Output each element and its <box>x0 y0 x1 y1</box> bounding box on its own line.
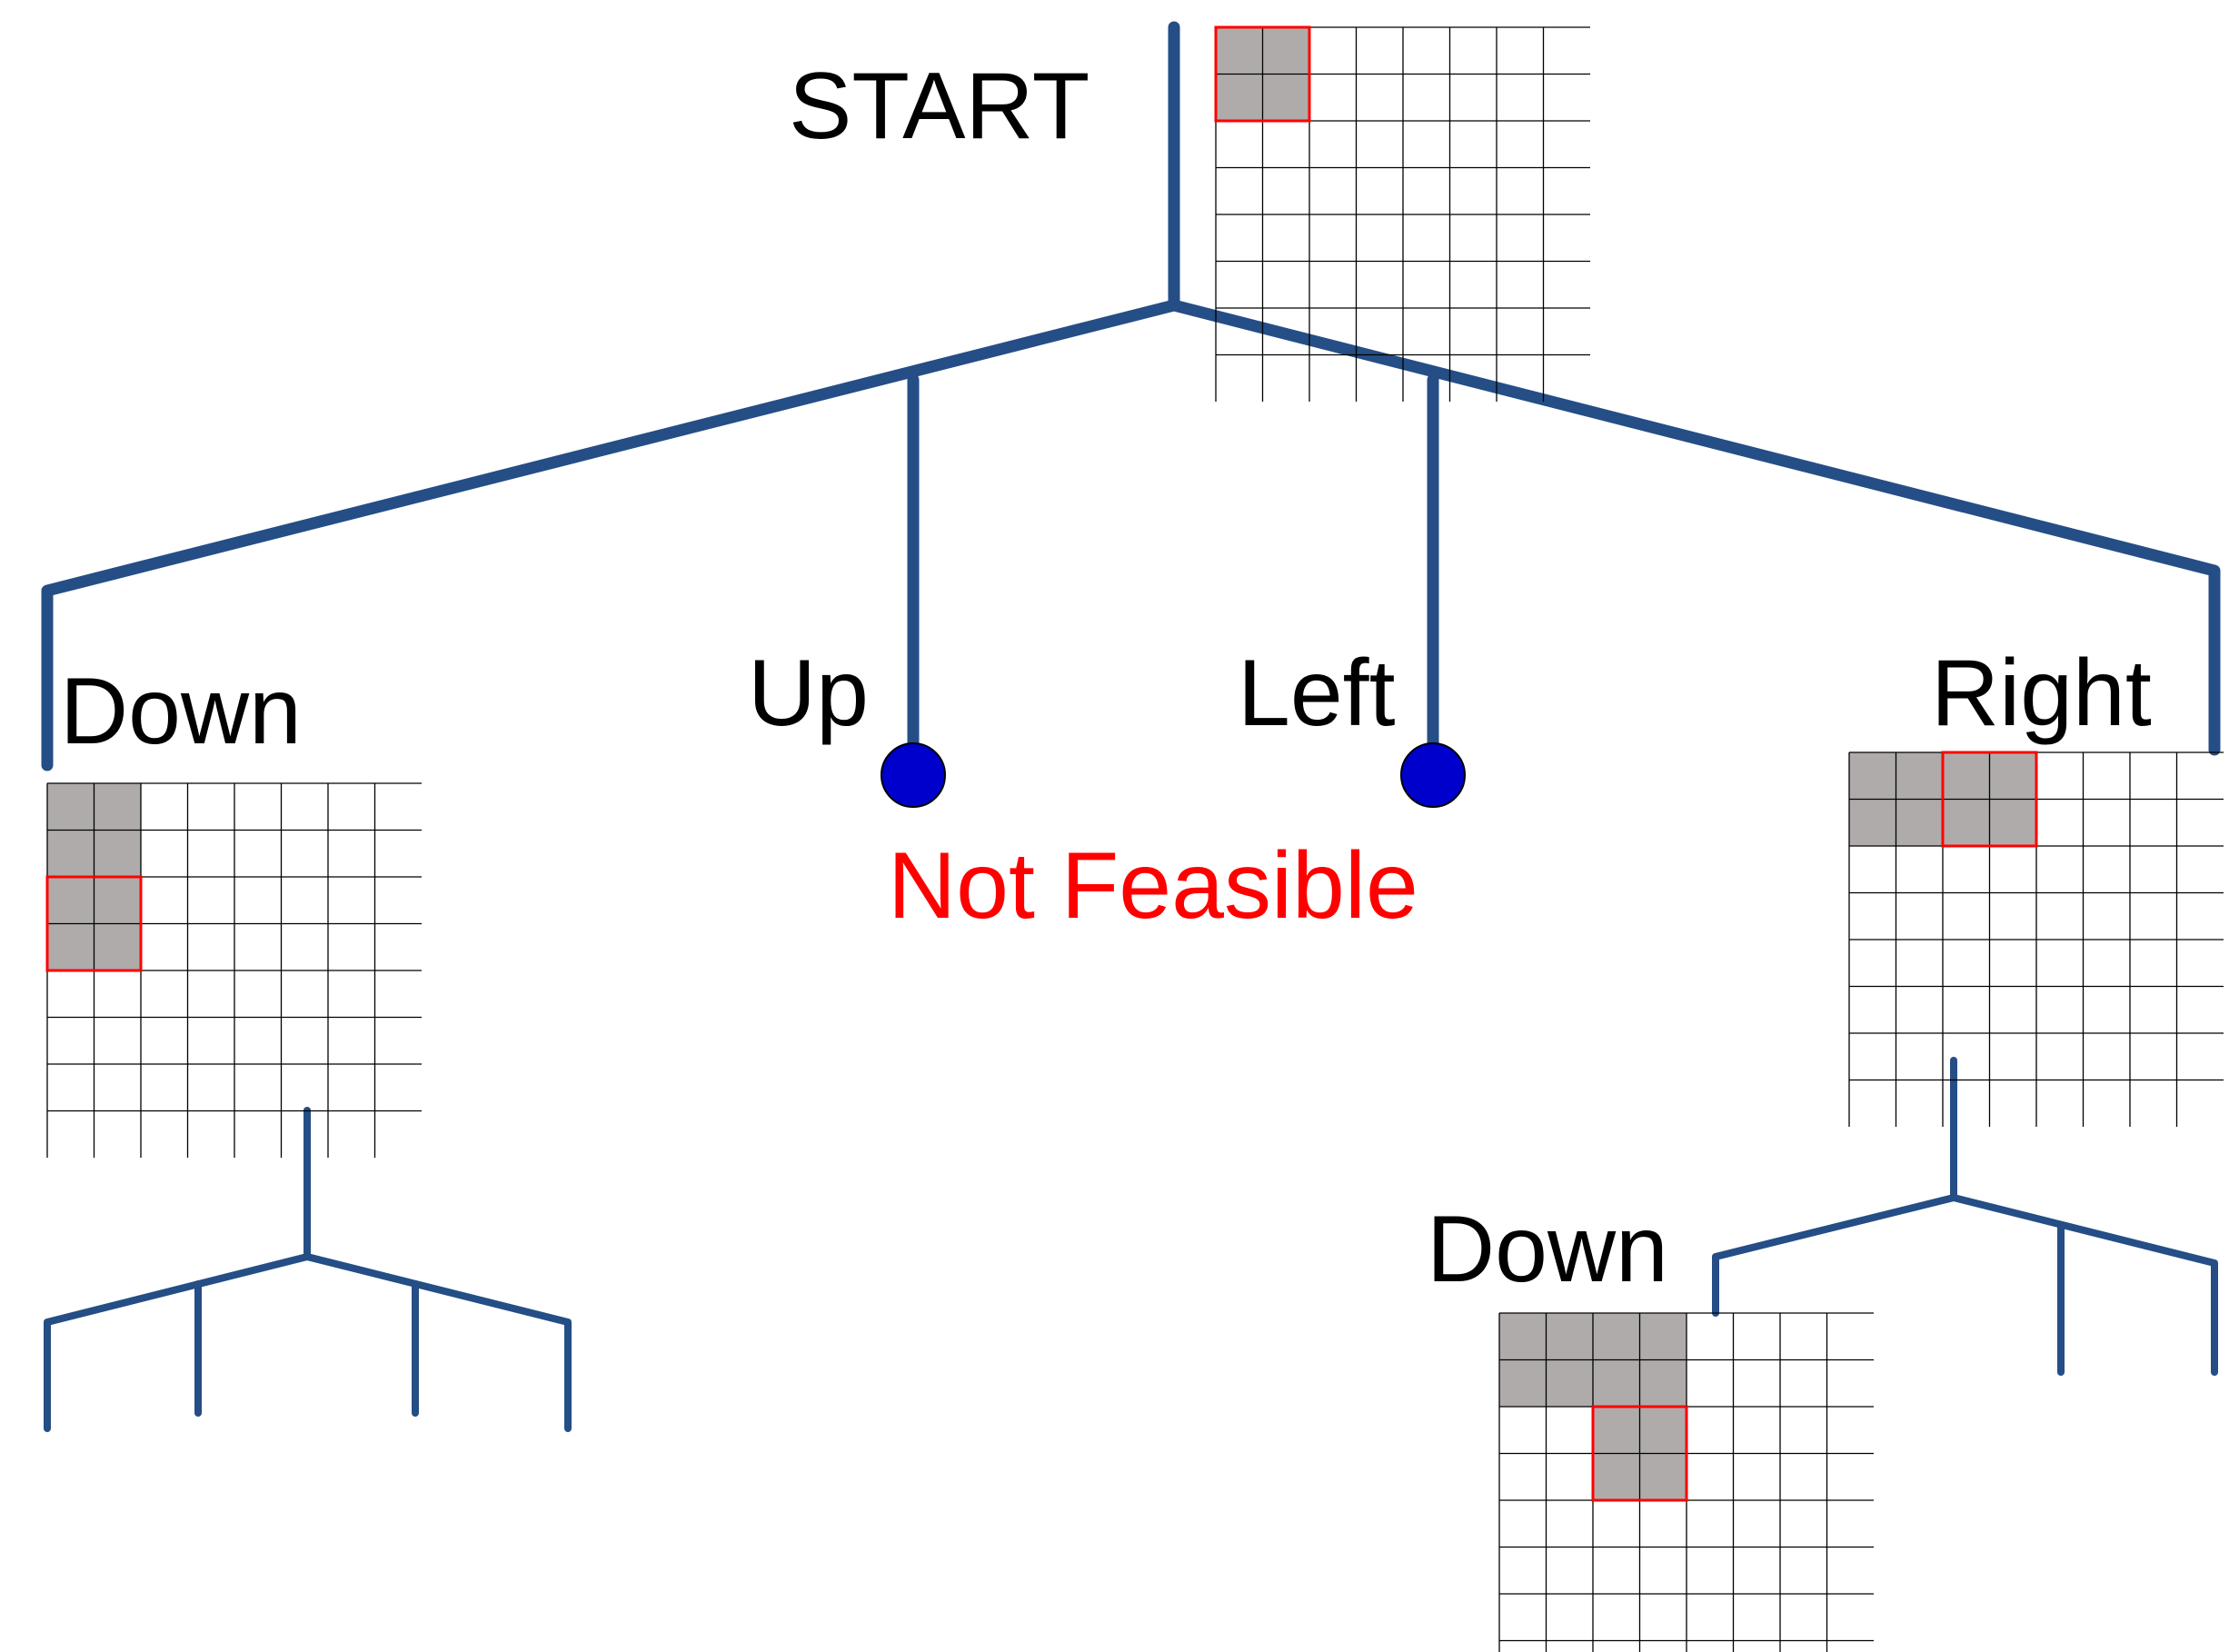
tree-branches <box>41 21 2221 1432</box>
right-down-state-grid <box>1498 1312 1874 1652</box>
shaded-cell <box>47 783 95 831</box>
shaded-cell <box>47 830 95 877</box>
shaded-cell <box>1593 1359 1640 1407</box>
branch-right <box>1168 299 2221 756</box>
not-feasible-label: Not Feasible <box>888 833 1418 939</box>
up-dead-end-icon <box>881 742 946 808</box>
shaded-cell <box>1216 74 1263 121</box>
shaded-cell <box>1639 1453 1687 1500</box>
shaded-cell <box>1262 27 1309 75</box>
left-label: Left <box>1238 641 1396 746</box>
right-state-grid <box>1848 751 2224 1127</box>
current-position-highlight <box>1591 1405 1688 1502</box>
branch-down <box>41 299 1180 771</box>
shaded-cell <box>1639 1407 1687 1454</box>
right-label: Right <box>1931 641 2152 746</box>
shaded-cell <box>1593 1453 1640 1500</box>
down-label: Down <box>60 659 302 764</box>
start-label: START <box>789 54 1090 159</box>
shaded-cell <box>1989 799 2036 846</box>
shaded-cell <box>94 830 141 877</box>
shaded-cell <box>1593 1313 1640 1360</box>
shaded-cell <box>94 877 141 924</box>
shaded-cell <box>1546 1359 1593 1407</box>
shaded-cell <box>1639 1313 1687 1360</box>
shaded-cell <box>47 923 95 970</box>
current-position-highlight <box>45 875 143 972</box>
down-state-grid <box>45 782 422 1158</box>
right-subtree <box>1712 1057 2218 1376</box>
shaded-cell <box>1989 752 2036 800</box>
shaded-cell <box>1639 1359 1687 1407</box>
shaded-cell <box>1499 1313 1547 1360</box>
right-down-label: Down <box>1427 1197 1668 1302</box>
shaded-cell <box>1849 752 1896 800</box>
shaded-cell <box>1216 27 1263 75</box>
shaded-cell <box>1896 752 1943 800</box>
shaded-cell <box>1943 799 1990 846</box>
shaded-cell <box>1896 799 1943 846</box>
shaded-cell <box>1499 1359 1547 1407</box>
shaded-cell <box>1262 74 1309 121</box>
up-label: Up <box>748 641 869 746</box>
shaded-cell <box>1546 1313 1593 1360</box>
shaded-cell <box>94 783 141 831</box>
left-dead-end-icon <box>1400 742 1466 808</box>
start-state-grid <box>1214 25 1590 402</box>
shaded-cell <box>94 923 141 970</box>
current-position-highlight <box>1941 751 2038 848</box>
shaded-cell <box>47 877 95 924</box>
shaded-cell <box>1943 752 1990 800</box>
current-position-highlight <box>1214 25 1311 123</box>
down-subtree <box>44 1107 572 1432</box>
shaded-cell <box>1849 799 1896 846</box>
shaded-cell <box>1593 1407 1640 1454</box>
